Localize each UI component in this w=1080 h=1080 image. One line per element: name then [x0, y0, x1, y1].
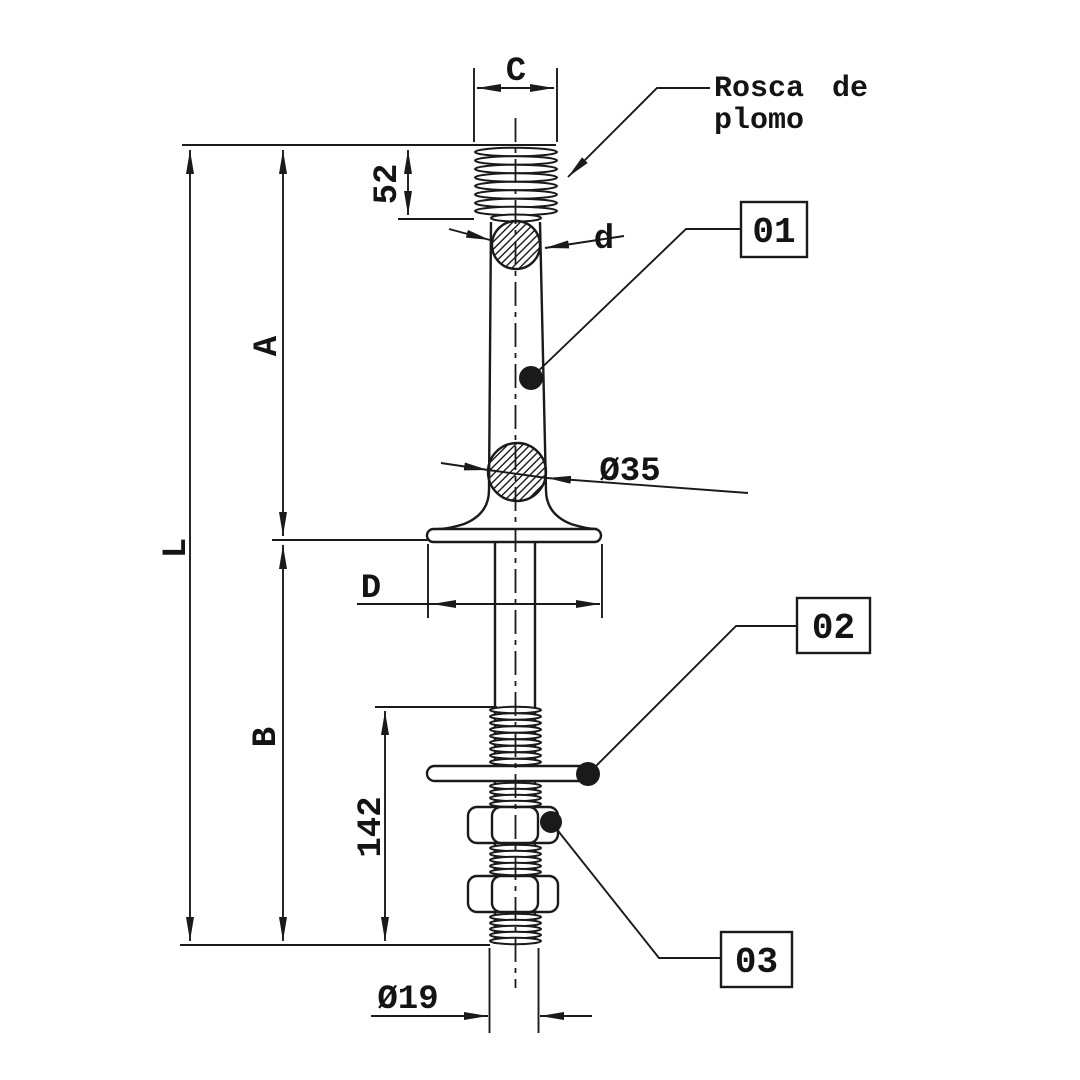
- nut-lower: [466, 874, 560, 914]
- dim-label-c: C: [506, 53, 526, 91]
- dim-label-l: L: [158, 538, 196, 558]
- dim-line-dia35-left: [440, 462, 489, 471]
- dim-label-b: B: [248, 727, 286, 747]
- dim-label-dia19: Ø19: [377, 981, 438, 1019]
- cross-section-circle-35: [486, 441, 548, 503]
- leader-thread-note: [567, 87, 710, 178]
- nut-upper: [466, 805, 560, 845]
- dim-label-d-small: d: [594, 221, 614, 259]
- dim-label-142: 142: [353, 796, 391, 857]
- leader-01: [530, 228, 741, 379]
- dim-line-dia35-mid: [487, 469, 548, 479]
- callout-label-03: 03: [735, 942, 778, 983]
- balloon-dot-01: [519, 366, 543, 390]
- leader-03: [550, 821, 721, 959]
- callout-dots: [519, 366, 600, 833]
- dimension-lines: [186, 84, 749, 1020]
- thread-note-line1: Rosca de: [714, 72, 868, 106]
- dim-label-a: A: [249, 335, 287, 356]
- callout-leaders: [530, 228, 797, 959]
- callout-label-02: 02: [812, 608, 855, 649]
- callout-label-01: 01: [752, 212, 795, 253]
- dim-line-d-small-right: [544, 235, 625, 249]
- callout-box-01: [739, 200, 809, 259]
- dim-label-dia35: Ø35: [599, 453, 660, 491]
- thread-note-line2: plomo: [714, 104, 804, 138]
- balloon-dot-03: [540, 811, 562, 833]
- callout-box-03: [719, 930, 794, 989]
- extension-lines: [180, 68, 603, 1033]
- callout-boxes: [719, 200, 872, 989]
- callout-box-02: [795, 596, 872, 655]
- dim-label-52: 52: [369, 164, 407, 205]
- annotations: C 52 Rosca de plomo d A L B D Ø35 142 Ø1…: [158, 53, 868, 1019]
- leader-02: [587, 625, 797, 775]
- dim-label-d-base: D: [361, 570, 381, 608]
- dim-line-dia35-right: [546, 475, 749, 494]
- base-plate: [425, 527, 603, 544]
- balloon-dot-02: [576, 762, 600, 786]
- dim-line-d-small-left: [448, 228, 491, 241]
- washer: [425, 764, 600, 783]
